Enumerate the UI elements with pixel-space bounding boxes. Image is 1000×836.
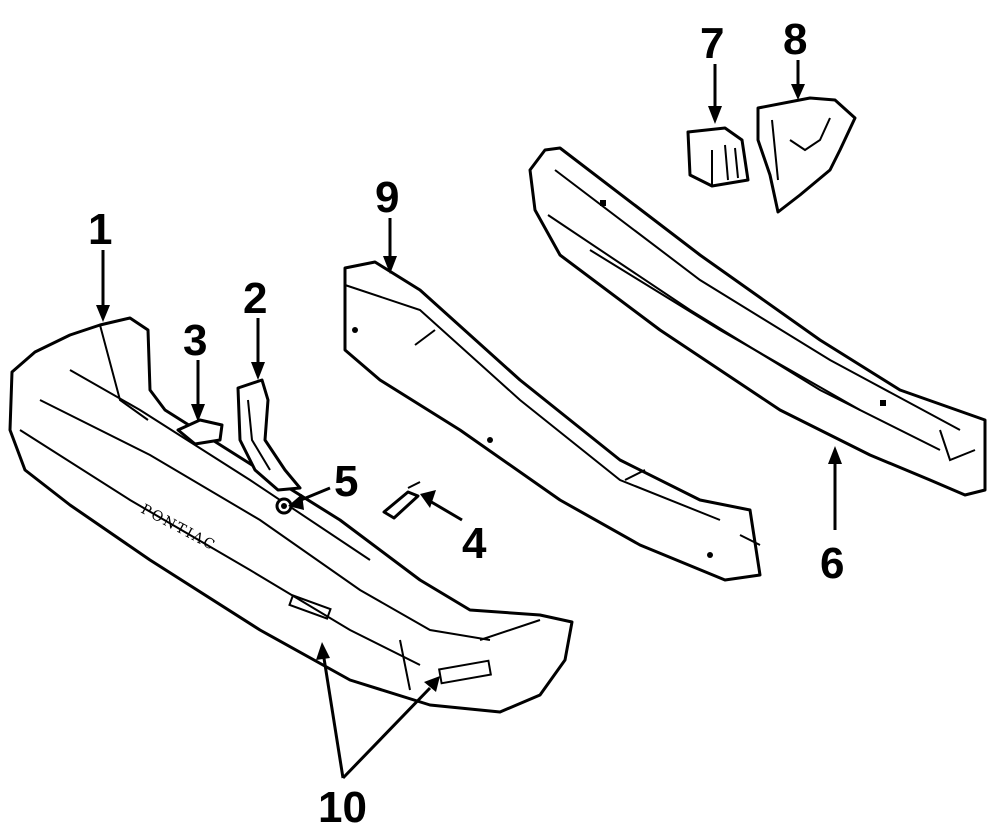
callout-8: 8 (783, 15, 807, 64)
leader-4 (427, 498, 463, 522)
part-9-absorber (343, 260, 762, 582)
callout-9: 9 (375, 173, 399, 222)
part-4-bolt (382, 481, 421, 520)
arrow-1 (96, 305, 110, 322)
callout-6: 6 (820, 539, 844, 588)
callout-5: 5 (334, 457, 358, 506)
part-3-clip (176, 418, 224, 446)
callout-1: 1 (88, 205, 112, 254)
callout-3: 3 (183, 316, 207, 365)
arrow-7 (708, 106, 722, 124)
callout-10: 10 (318, 783, 367, 832)
part-7-isolator (686, 126, 750, 188)
arrow-8 (791, 84, 805, 100)
callout-7: 7 (700, 19, 724, 68)
callout-4: 4 (462, 519, 487, 568)
arrow-3 (191, 404, 205, 422)
arrow-9 (383, 256, 397, 274)
part-8-bracket (756, 96, 857, 214)
leader-lines (96, 60, 842, 780)
part-6-reinforcement (528, 146, 987, 497)
arrow-5 (288, 494, 304, 510)
arrow-2 (251, 362, 265, 380)
part-1-bumper-cover: PONTIAC (8, 316, 574, 714)
arrow-6 (828, 446, 842, 464)
arrow-4 (420, 490, 436, 508)
part-2-bracket (236, 378, 302, 492)
callout-2: 2 (243, 274, 267, 323)
leader-10a (321, 651, 345, 779)
callout-labels: 1 2 3 4 5 6 7 8 9 10 (88, 15, 844, 832)
arrow-10a (316, 642, 330, 660)
leader-10b (341, 686, 432, 780)
arrow-10b (424, 676, 440, 692)
